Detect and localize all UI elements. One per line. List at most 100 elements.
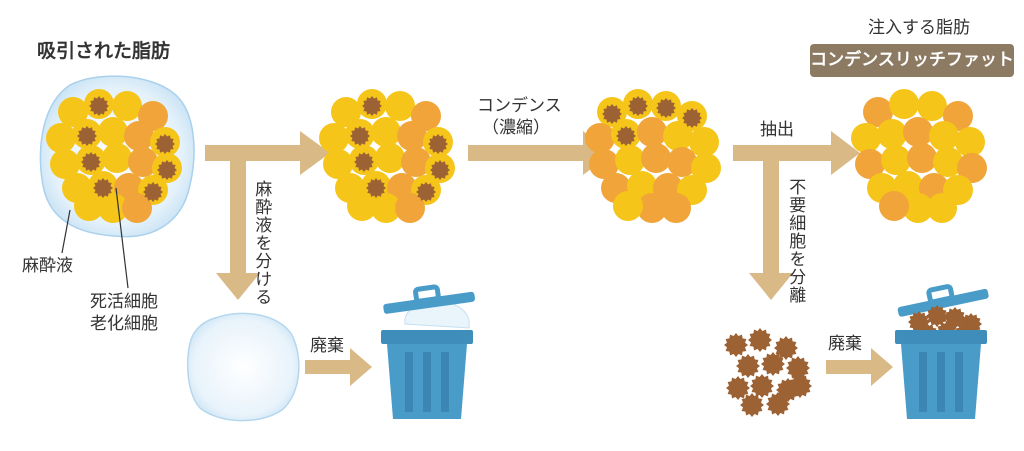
dead-cell (944, 307, 966, 329)
fat-cell (877, 119, 907, 149)
dead-cell (761, 352, 785, 376)
fat-cell (879, 191, 909, 221)
dead-cell (77, 126, 97, 146)
fat-cell (615, 145, 645, 175)
dead-cell (428, 134, 448, 154)
dead-cell (81, 152, 101, 172)
dead-cell (366, 178, 386, 198)
fat-cell (589, 149, 619, 179)
anesthetic-label: 麻酔液 (22, 256, 73, 276)
fat-cluster-icon (319, 89, 455, 223)
dead-cell (354, 152, 374, 172)
fat-cell (863, 97, 893, 127)
fat-cell (689, 127, 719, 157)
fat-cell (395, 193, 425, 223)
dead-cell (748, 328, 772, 352)
trash-bin-icon (895, 284, 989, 419)
fat-cell (613, 191, 643, 221)
fat-cell (929, 121, 959, 151)
condense-sub-label: （濃縮） (482, 118, 550, 138)
aged-cells-label: 老化細胞 (90, 314, 158, 334)
fat-cell (102, 143, 132, 173)
fat-cell (957, 153, 987, 183)
trash-bin-icon (381, 284, 475, 419)
fat-cell (907, 143, 937, 173)
dead-cell (602, 104, 622, 124)
dead-cell (89, 96, 109, 116)
fat-cell (74, 191, 104, 221)
fat-cell (955, 127, 985, 157)
anesthetic-pointer-line (61, 209, 71, 254)
dead-cells-label: 死活細胞 (90, 292, 158, 312)
dead-cell (430, 160, 450, 180)
dead-cell (93, 178, 113, 198)
arrow-icon-discard-1 (305, 348, 372, 386)
fat-cell (331, 97, 361, 127)
fat-cell (585, 123, 615, 153)
fat-cell (691, 153, 721, 183)
dead-cell (786, 356, 810, 380)
fat-cell (371, 193, 401, 223)
condense-label: コンデンス (477, 96, 562, 116)
aspirated-fat-title: 吸引された脂肪 (37, 40, 171, 62)
fat-cell (637, 193, 667, 223)
arrow-icon-extract (733, 131, 860, 300)
fat-cell (347, 191, 377, 221)
separate-anesthetic-label: 麻酔液を分ける (251, 180, 272, 306)
fat-cell (927, 193, 957, 223)
fat-cell (323, 149, 353, 179)
fat-cell (385, 91, 415, 121)
dead-cell (926, 305, 948, 327)
fat-cell (58, 97, 88, 127)
dead-cell (628, 96, 648, 116)
separated-fluid-icon (186, 312, 300, 422)
fat-cell (375, 143, 405, 173)
discard-label-1: 廃棄 (310, 336, 344, 356)
fat-cell (98, 193, 128, 223)
fat-cell (371, 117, 401, 147)
dead-cell (682, 108, 702, 128)
dead-cell (143, 182, 163, 202)
dead-cell (740, 393, 764, 417)
dead-cell (788, 374, 812, 398)
fat-cell (889, 89, 919, 119)
fat-cell (397, 121, 427, 151)
arrow-icon-main-1 (205, 131, 330, 300)
fat-cell (851, 123, 881, 153)
fat-cell (667, 147, 697, 177)
product-name-badge: コンデンスリッチファット (810, 44, 1014, 77)
dead-cell (155, 134, 175, 154)
arrow-icon-discard-2 (826, 348, 893, 386)
dead-cell (350, 126, 370, 146)
separate-unneeded-label: 不要細胞を分離 (785, 178, 806, 304)
fat-cell (641, 143, 671, 173)
fat-cell (917, 91, 947, 121)
dead-cells-pointer-line (115, 187, 129, 289)
fat-cluster-icon (46, 89, 182, 223)
fat-cell (637, 117, 667, 147)
fat-cell (124, 121, 154, 151)
dead-cells-icon (724, 328, 812, 417)
fat-cell (46, 123, 76, 153)
dead-cell (774, 336, 798, 360)
fat-cell (881, 145, 911, 175)
fat-cell (128, 147, 158, 177)
fat-cell (112, 91, 142, 121)
fat-cell (98, 117, 128, 147)
fat-cluster-icon (851, 89, 987, 223)
fat-cell (50, 149, 80, 179)
dead-cell (656, 98, 676, 118)
dead-cell (157, 160, 177, 180)
injected-fat-label: 注入する脂肪 (868, 18, 970, 38)
fat-cell (663, 121, 693, 151)
dead-cell (750, 374, 774, 398)
dead-cell (362, 96, 382, 116)
dead-cell (416, 182, 436, 202)
dead-cell (616, 126, 636, 146)
fat-cell (903, 193, 933, 223)
dead-cell (736, 354, 760, 378)
dead-cell (724, 333, 748, 357)
dead-cell (766, 392, 790, 416)
fat-cell (319, 123, 349, 153)
